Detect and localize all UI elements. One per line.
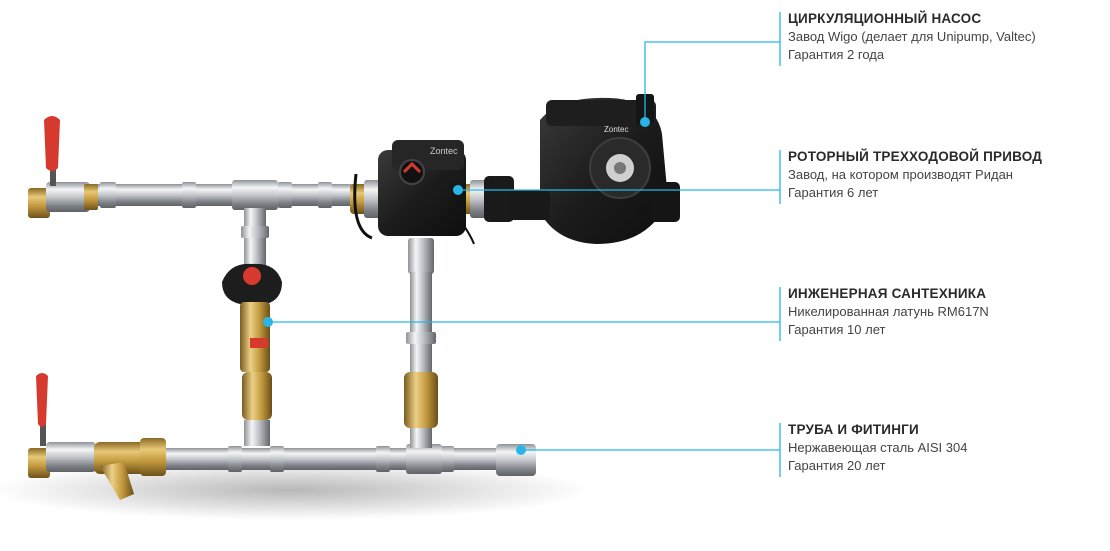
upper-supply-pipe: [95, 180, 365, 210]
bypass-vertical-pipe: [241, 208, 269, 268]
pump-brand: Zontec: [604, 125, 628, 134]
callout-leader-lines: [268, 12, 781, 477]
balancing-valve: [222, 263, 282, 446]
callout-line: Завод, на котором производят Ридан: [788, 167, 1013, 182]
circulation-pump: Zontec: [484, 94, 680, 244]
callout-title: ИНЖЕНЕРНАЯ САНТЕХНИКА: [788, 286, 987, 301]
rotary-actuator: Zontec: [353, 140, 475, 245]
callout-line: Гарантия 10 лет: [788, 322, 886, 337]
callout-circulation-pump: ЦИРКУЛЯЦИОННЫЙ НАСОС Завод Wigo (делает …: [788, 10, 1098, 64]
callout-title: РОТОРНЫЙ ТРЕХХОДОВОЙ ПРИВОД: [788, 149, 1043, 164]
callout-engineering-plumbing: ИНЖЕНЕРНАЯ САНТЕХНИКА Никелированная лат…: [788, 285, 1098, 339]
callout-line: Нержавеющая сталь AISI 304: [788, 440, 968, 455]
callout-pipe-and-fittings: ТРУБА И ФИТИНГИ Нержавеющая сталь AISI 3…: [788, 421, 1098, 475]
callout-line: Завод Wigo (делает для Unipump, Valtec): [788, 29, 1036, 44]
callout-rotary-actuator: РОТОРНЫЙ ТРЕХХОДОВОЙ ПРИВОД Завод, на ко…: [788, 148, 1098, 202]
valve-handle-icon: [44, 116, 60, 171]
mixing-vertical-pipe: [404, 238, 438, 448]
callout-line: Гарантия 20 лет: [788, 458, 886, 473]
y-strainer: [94, 438, 166, 500]
lower-return-pipe: [160, 444, 536, 476]
upper-ball-valve: [28, 116, 98, 218]
valve-handle-icon: [36, 373, 48, 427]
callout-line: Гарантия 6 лет: [788, 185, 879, 200]
actuator-brand: Zontec: [430, 146, 458, 156]
lower-ball-valve: [28, 373, 96, 478]
callout-line: Гарантия 2 года: [788, 47, 885, 62]
callout-title: ЦИРКУЛЯЦИОННЫЙ НАСОС: [788, 11, 982, 26]
callout-title: ТРУБА И ФИТИНГИ: [788, 422, 919, 437]
callout-line: Никелированная латунь RM617N: [788, 304, 989, 319]
leader-line-pump: [644, 41, 780, 122]
